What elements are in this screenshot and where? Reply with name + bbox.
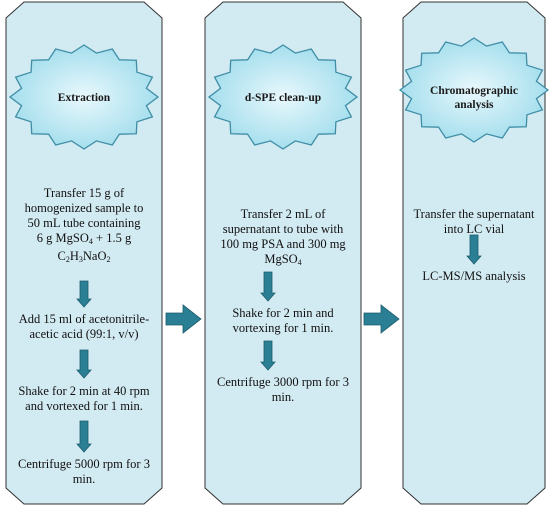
extraction-step-3: Shake for 2 min at 40 rpm and vortexed f… [18, 384, 150, 413]
dspe-step-3: Centrifuge 3000 rpm for 3 min. [217, 375, 349, 404]
down-arrow-icon [76, 349, 92, 379]
down-arrow-icon [76, 420, 92, 453]
chromatography-badge-label: Chromatographic analysis [430, 85, 518, 111]
down-arrow-icon [76, 280, 92, 308]
dspe-badge-label: d-SPE clean-up [244, 92, 322, 104]
dspe-step-2: Shake for 2 min and vortexing for 1 min. [232, 306, 334, 335]
chromatography-step-1: Transfer the supernatant into LC vial [413, 207, 535, 236]
extraction-badge [8, 44, 160, 150]
extraction-step-4: Centrifuge 5000 rpm for 3 min. [18, 457, 150, 486]
down-arrow-icon [260, 340, 276, 371]
down-arrow-icon [260, 271, 276, 302]
chromatography-step-2: LC-MS/MS analysis [422, 269, 526, 283]
chromatography-badge [398, 37, 550, 143]
dspe-badge [207, 44, 359, 150]
right-arrow-icon [165, 304, 202, 334]
down-arrow-icon [466, 234, 482, 265]
right-arrow-icon [363, 304, 400, 334]
extraction-badge-label: Extraction [57, 92, 111, 104]
extraction-step-1: Transfer 15 g of homogenized sample to 5… [24, 186, 144, 264]
extraction-step-2: Add 15 ml of acetonitrile- acetic acid (… [18, 312, 150, 341]
dspe-step-1: Transfer 2 mL of supernatant to tube wit… [220, 207, 346, 267]
